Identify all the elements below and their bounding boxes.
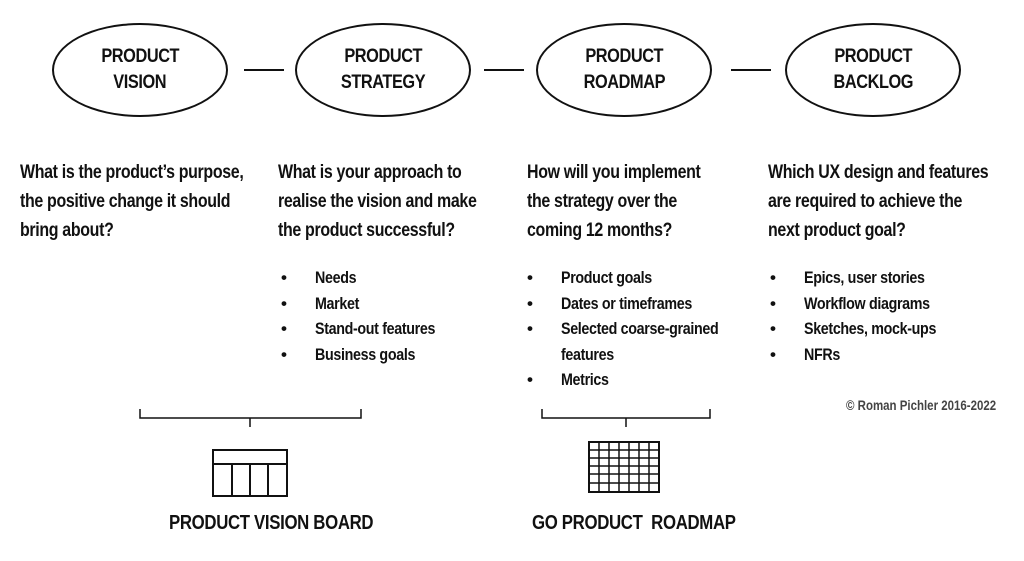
question-line: are required to achieve the xyxy=(768,191,963,212)
question-line: bring about? xyxy=(20,220,114,241)
bullet-icon: • xyxy=(770,268,776,287)
connector-line xyxy=(731,69,771,71)
bullet-icon: • xyxy=(527,293,533,313)
stage-line1: PRODUCT xyxy=(101,46,179,67)
connector-line xyxy=(244,69,284,71)
bullet-icon: • xyxy=(281,344,287,364)
bullet-icon: • xyxy=(527,370,533,389)
stage-line1: PRODUCT xyxy=(585,46,663,67)
question-line: How will you implement xyxy=(527,162,701,183)
stage-line2: VISION xyxy=(113,72,167,93)
stage-line2: ROADMAP xyxy=(583,72,665,93)
bullet-icon: • xyxy=(281,268,287,287)
bullet-icon: • xyxy=(527,319,533,338)
connector-line xyxy=(484,69,524,71)
question-line: next product goal? xyxy=(768,220,906,241)
go-roadmap-icon xyxy=(588,441,660,493)
stage-line1: PRODUCT xyxy=(344,46,422,67)
question-strategy: What is your approach to realise the vis… xyxy=(278,158,477,245)
roadmap-bullets: •Product goals •Dates or timeframes •Sel… xyxy=(527,265,767,395)
stage-product-strategy: PRODUCT STRATEGY xyxy=(295,23,471,117)
question-backlog: Which UX design and features are require… xyxy=(768,158,989,245)
strategy-bullets: •Needs •Market •Stand-out features •Busi… xyxy=(281,265,521,369)
bullet-icon: • xyxy=(527,268,533,287)
bullet-icon: • xyxy=(281,319,287,338)
question-line: What is the product’s purpose, xyxy=(20,162,244,183)
bullet-icon: • xyxy=(770,293,776,313)
question-line: coming 12 months? xyxy=(527,220,673,241)
question-line: the positive change it should xyxy=(20,191,231,212)
bullet-icon: • xyxy=(770,319,776,338)
bracket-roadmap xyxy=(541,409,711,427)
bracket-vision-strategy xyxy=(139,409,362,427)
stage-line1: PRODUCT xyxy=(834,46,912,67)
stage-product-backlog: PRODUCT BACKLOG xyxy=(785,23,961,117)
backlog-bullets: •Epics, user stories •Workflow diagrams … xyxy=(770,265,1010,369)
stage-line2: BACKLOG xyxy=(833,72,913,93)
copyright-notice: © Roman Pichler 2016-2022 xyxy=(846,397,997,413)
bullet-icon: • xyxy=(770,344,776,364)
stage-product-roadmap: PRODUCT ROADMAP xyxy=(536,23,712,117)
vision-board-label: PRODUCT VISION BOARD xyxy=(169,512,374,534)
question-line: the product successful? xyxy=(278,220,455,241)
question-vision: What is the product’s purpose, the posit… xyxy=(20,158,244,245)
bullet-icon: • xyxy=(281,293,287,313)
question-line: the strategy over the xyxy=(527,191,677,212)
vision-board-icon xyxy=(212,449,288,497)
question-line: realise the vision and make xyxy=(278,191,477,212)
question-roadmap: How will you implement the strategy over… xyxy=(527,158,701,245)
question-line: Which UX design and features xyxy=(768,162,989,183)
stage-line2: STRATEGY xyxy=(340,72,426,93)
stage-product-vision: PRODUCT VISION xyxy=(52,23,228,117)
go-roadmap-label: GO PRODUCT ROADMAP xyxy=(532,512,736,534)
question-line: What is your approach to xyxy=(278,162,462,183)
